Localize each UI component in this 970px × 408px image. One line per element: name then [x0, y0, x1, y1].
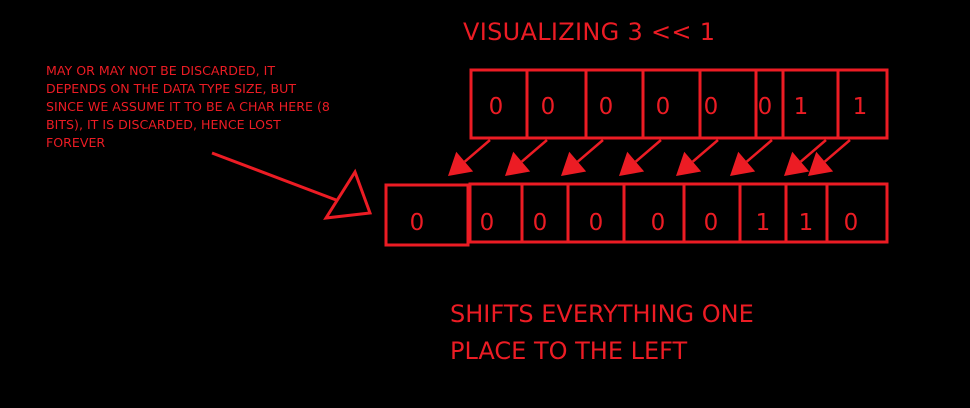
discarded-bit-cell — [384, 183, 470, 247]
output-bit-row: 0 0 0 0 0 0 1 1 0 — [384, 182, 889, 247]
input-bit: 0 — [541, 94, 556, 120]
note-line: FOREVER — [46, 135, 106, 150]
shift-arrow-line — [463, 139, 491, 163]
note-line: DEPENDS ON THE DATA TYPE SIZE, BUT — [46, 81, 297, 96]
output-bit: 0 — [410, 210, 425, 236]
diagram-title: VISUALIZING 3 << 1 — [463, 18, 716, 46]
output-bit: 0 — [651, 210, 666, 236]
output-bit: 1 — [799, 210, 814, 236]
shift-arrow-line — [691, 139, 719, 163]
output-bit: 0 — [589, 210, 604, 236]
input-bit: 0 — [656, 94, 671, 120]
input-bit: 0 — [489, 94, 504, 120]
discard-arrow — [211, 151, 373, 220]
shift-arrow-head — [784, 151, 810, 176]
shift-arrow-head — [808, 151, 834, 176]
shift-arrow-head — [730, 151, 756, 176]
output-bit: 0 — [533, 210, 548, 236]
note-line: SINCE WE ASSUME IT TO BE A CHAR HERE (8 — [46, 99, 330, 114]
input-bit: 1 — [853, 94, 868, 120]
shift-arrow-head — [448, 151, 474, 176]
input-row-frame — [469, 68, 889, 140]
input-bit: 1 — [794, 94, 809, 120]
caption-line: PLACE TO THE LEFT — [450, 337, 688, 365]
discard-note: MAY OR MAY NOT BE DISCARDED, IT DEPENDS … — [46, 62, 391, 152]
input-bit: 0 — [599, 94, 614, 120]
shift-arrow-line — [823, 139, 851, 163]
shift-arrow-head — [619, 151, 645, 176]
output-bit: 1 — [756, 210, 771, 236]
shift-arrow-line — [634, 139, 662, 163]
output-bit: 0 — [844, 210, 859, 236]
caption-line: SHIFTS EVERYTHING ONE — [450, 300, 754, 328]
shift-arrow-head — [676, 151, 702, 176]
shift-arrow-line — [745, 139, 773, 163]
note-line: BITS), IT IS DISCARDED, HENCE LOST — [46, 117, 281, 132]
shift-arrows — [448, 139, 851, 176]
output-row-frame — [468, 182, 889, 244]
shift-arrow-head — [505, 151, 531, 176]
output-bit: 0 — [704, 210, 719, 236]
shift-arrow-line — [799, 139, 827, 163]
output-bit: 0 — [480, 210, 495, 236]
shift-arrow-head — [561, 151, 587, 176]
shift-caption: SHIFTS EVERYTHING ONE PLACE TO THE LEFT — [450, 296, 754, 370]
note-line: MAY OR MAY NOT BE DISCARDED, IT — [46, 63, 276, 78]
input-bit: 0 — [758, 94, 773, 120]
input-bit: 0 — [704, 94, 719, 120]
shift-arrow-line — [520, 139, 548, 163]
shift-arrow-line — [576, 139, 604, 163]
